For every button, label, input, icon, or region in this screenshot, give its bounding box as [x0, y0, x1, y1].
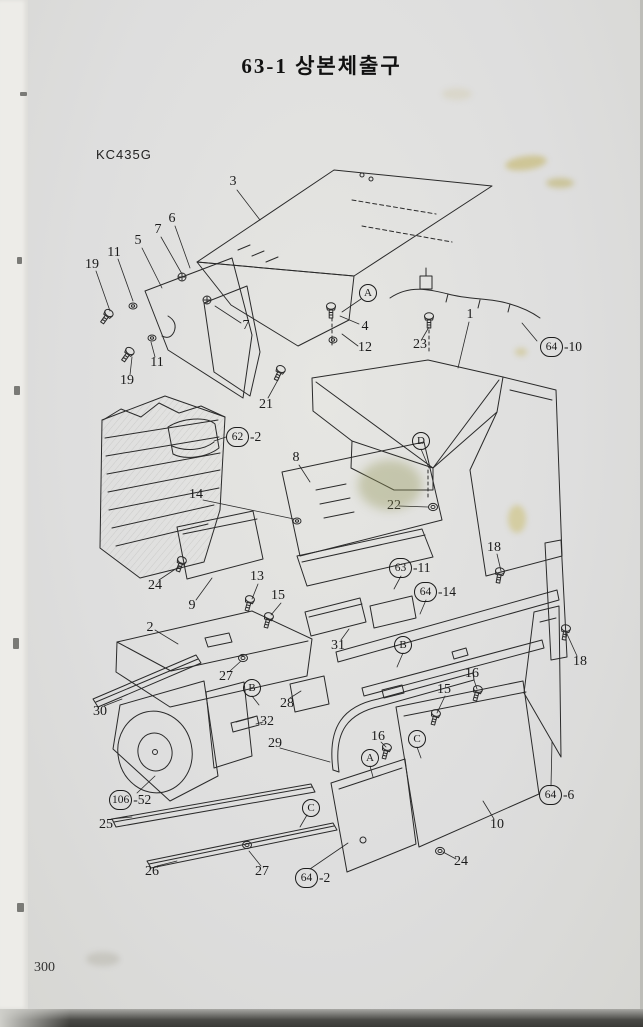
part-callout-32: 32 — [260, 714, 274, 729]
part-callout-7: 7 — [242, 318, 250, 333]
assembly-ref-64-2: 64-2 — [295, 868, 330, 888]
part-callout-11: 11 — [107, 245, 121, 260]
page-title: 63-1 상본체출구 — [241, 54, 402, 78]
view-marker-D: D — [412, 432, 430, 450]
assembly-ref-64-14: 64-14 — [414, 582, 456, 602]
part-callout-1: 1 — [466, 307, 474, 322]
model-code-label: KC435G — [96, 147, 152, 162]
scan-stain — [86, 952, 120, 966]
part-callout-3: 3 — [229, 174, 237, 189]
part-callout-10: 10 — [490, 817, 504, 832]
scan-stain — [546, 178, 574, 188]
assembly-ref-62-2: 62-2 — [226, 427, 261, 447]
scan-artifact — [14, 386, 20, 395]
part-callout-11: 11 — [150, 355, 164, 370]
part-callout-22: 22 — [387, 498, 401, 513]
part-callout-9: 9 — [188, 598, 196, 613]
view-marker-C: C — [408, 730, 426, 748]
scan-artifact — [17, 257, 22, 264]
scan-artifact — [20, 92, 27, 96]
scan-artifact — [13, 638, 19, 649]
part-callout-31: 31 — [331, 638, 345, 653]
part-callout-12: 12 — [358, 340, 372, 355]
part-callout-23: 23 — [413, 337, 427, 352]
part-callout-7: 7 — [154, 222, 162, 237]
part-callout-19: 19 — [85, 257, 99, 272]
part-callout-16: 16 — [465, 666, 479, 681]
part-callout-13: 13 — [250, 569, 264, 584]
part-callout-27: 27 — [255, 864, 269, 879]
part-callout-15: 15 — [271, 588, 285, 603]
view-marker-A: A — [361, 749, 379, 767]
assembly-ref-64-10: 64-10 — [540, 337, 582, 357]
part-callout-25: 25 — [99, 817, 113, 832]
scan-right-edge — [640, 0, 643, 1027]
page-number: 300 — [34, 960, 55, 975]
view-marker-C: C — [302, 799, 320, 817]
part-callout-30: 30 — [93, 704, 107, 719]
part-callout-16: 16 — [371, 729, 385, 744]
scan-stain — [442, 88, 472, 100]
part-callout-24: 24 — [454, 854, 468, 869]
part-callout-29: 29 — [268, 736, 282, 751]
assembly-ref-106-52: 106-52 — [109, 790, 151, 810]
part-callout-5: 5 — [134, 233, 142, 248]
part-callout-18: 18 — [573, 654, 587, 669]
part-callout-19: 19 — [120, 373, 134, 388]
assembly-ref-63-11: 63-11 — [389, 558, 431, 578]
scan-stain — [508, 505, 526, 533]
part-callout-18: 18 — [487, 540, 501, 555]
scan-stain — [515, 348, 527, 356]
view-marker-B: B — [243, 679, 261, 697]
scan-stain — [358, 460, 422, 510]
part-callout-28: 28 — [280, 696, 294, 711]
part-callout-24: 24 — [148, 578, 162, 593]
assembly-ref-64-6: 64-6 — [539, 785, 574, 805]
scan-left-margin — [0, 0, 28, 1009]
scan-artifact — [17, 903, 24, 912]
view-marker-A: A — [359, 284, 377, 302]
scan-bottom-edge — [0, 1009, 643, 1027]
part-callout-14: 14 — [189, 487, 203, 502]
view-marker-B: B — [394, 636, 412, 654]
part-callout-26: 26 — [145, 864, 159, 879]
part-callout-6: 6 — [168, 211, 176, 226]
part-callout-4: 4 — [361, 319, 369, 334]
part-callout-2: 2 — [146, 620, 154, 635]
part-callout-21: 21 — [259, 397, 273, 412]
part-callout-8: 8 — [292, 450, 300, 465]
part-callout-15: 15 — [437, 682, 451, 697]
part-callout-27: 27 — [219, 669, 233, 684]
